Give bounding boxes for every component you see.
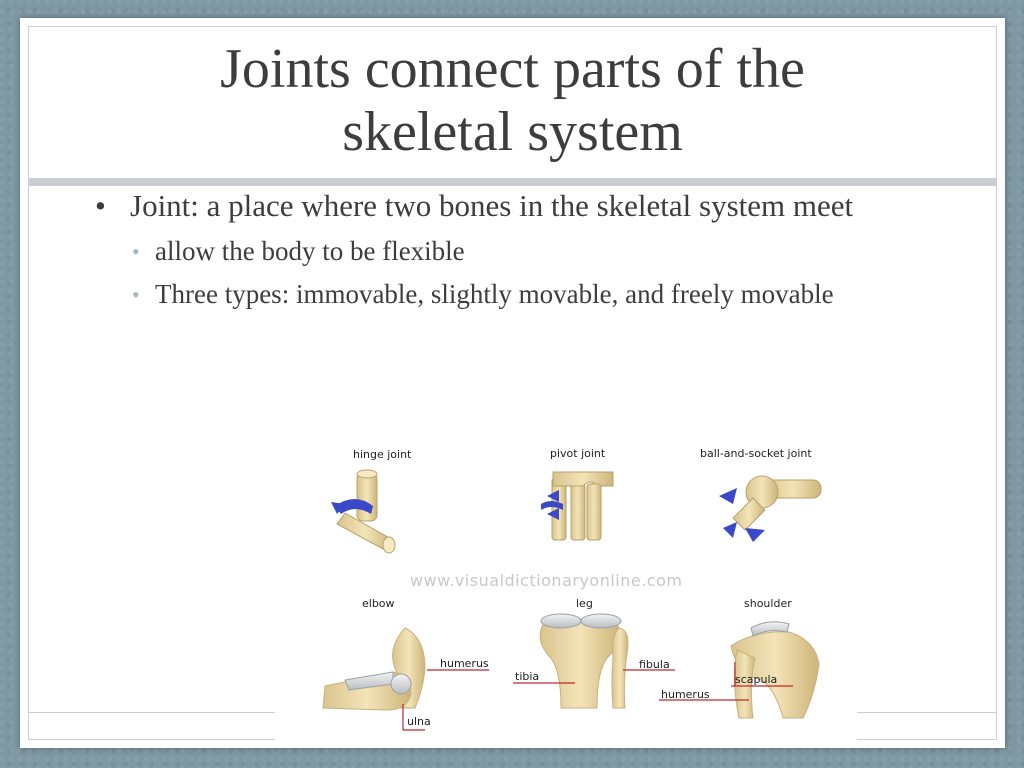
pivot-joint-label: pivot joint [550, 447, 606, 460]
elbow-label: elbow [362, 597, 395, 610]
title-line-1: Joints connect parts of the [220, 38, 805, 100]
shoulder-humerus-label: humerus [661, 688, 710, 701]
bullet-text: Three types: immovable, slightly movable… [155, 279, 834, 309]
shoulder-scapula-label: scapula [735, 673, 778, 686]
leg-fibula-label: fibula [639, 658, 670, 671]
bullet-text: Joint: a place where two bones in the sk… [130, 188, 854, 223]
bullet-text: allow the body to be flexible [155, 236, 465, 266]
leg-illustration [513, 613, 675, 709]
bullet-item-types: • Three types: immovable, slightly movab… [95, 276, 925, 313]
leg-tibia-label: tibia [515, 670, 540, 683]
hinge-joint-label: hinge joint [353, 448, 412, 461]
joints-figure: hinge joint pivot joint ball-and-socket … [275, 418, 857, 748]
bullet-marker: • [132, 282, 140, 307]
elbow-ulna-label: ulna [407, 715, 431, 728]
pivot-joint-model [541, 471, 614, 541]
elbow-humerus-label: humerus [440, 657, 489, 670]
source-watermark: www.visualdictionaryonline.com [410, 571, 683, 590]
bullet-marker: • [132, 239, 140, 264]
title-divider [28, 178, 997, 186]
joints-illustration [322, 469, 822, 731]
ball-socket-joint-model [719, 475, 822, 542]
elbow-illustration [322, 627, 489, 731]
bullet-item-joint: • Joint: a place where two bones in the … [95, 186, 925, 225]
shoulder-label: shoulder [744, 597, 792, 610]
title-line-2: skeletal system [342, 101, 683, 163]
slide-title: Joints connect parts of the skeletal sys… [20, 38, 1005, 164]
bullet-marker: • [95, 188, 106, 223]
leg-label: leg [576, 597, 593, 610]
hinge-joint-model [331, 469, 396, 554]
shoulder-illustration [659, 621, 820, 719]
slide: Joints connect parts of the skeletal sys… [20, 18, 1005, 748]
ball-socket-joint-label: ball-and-socket joint [700, 447, 812, 460]
bullet-item-flexible: • allow the body to be flexible [95, 233, 925, 270]
bullet-list: • Joint: a place where two bones in the … [95, 186, 925, 313]
